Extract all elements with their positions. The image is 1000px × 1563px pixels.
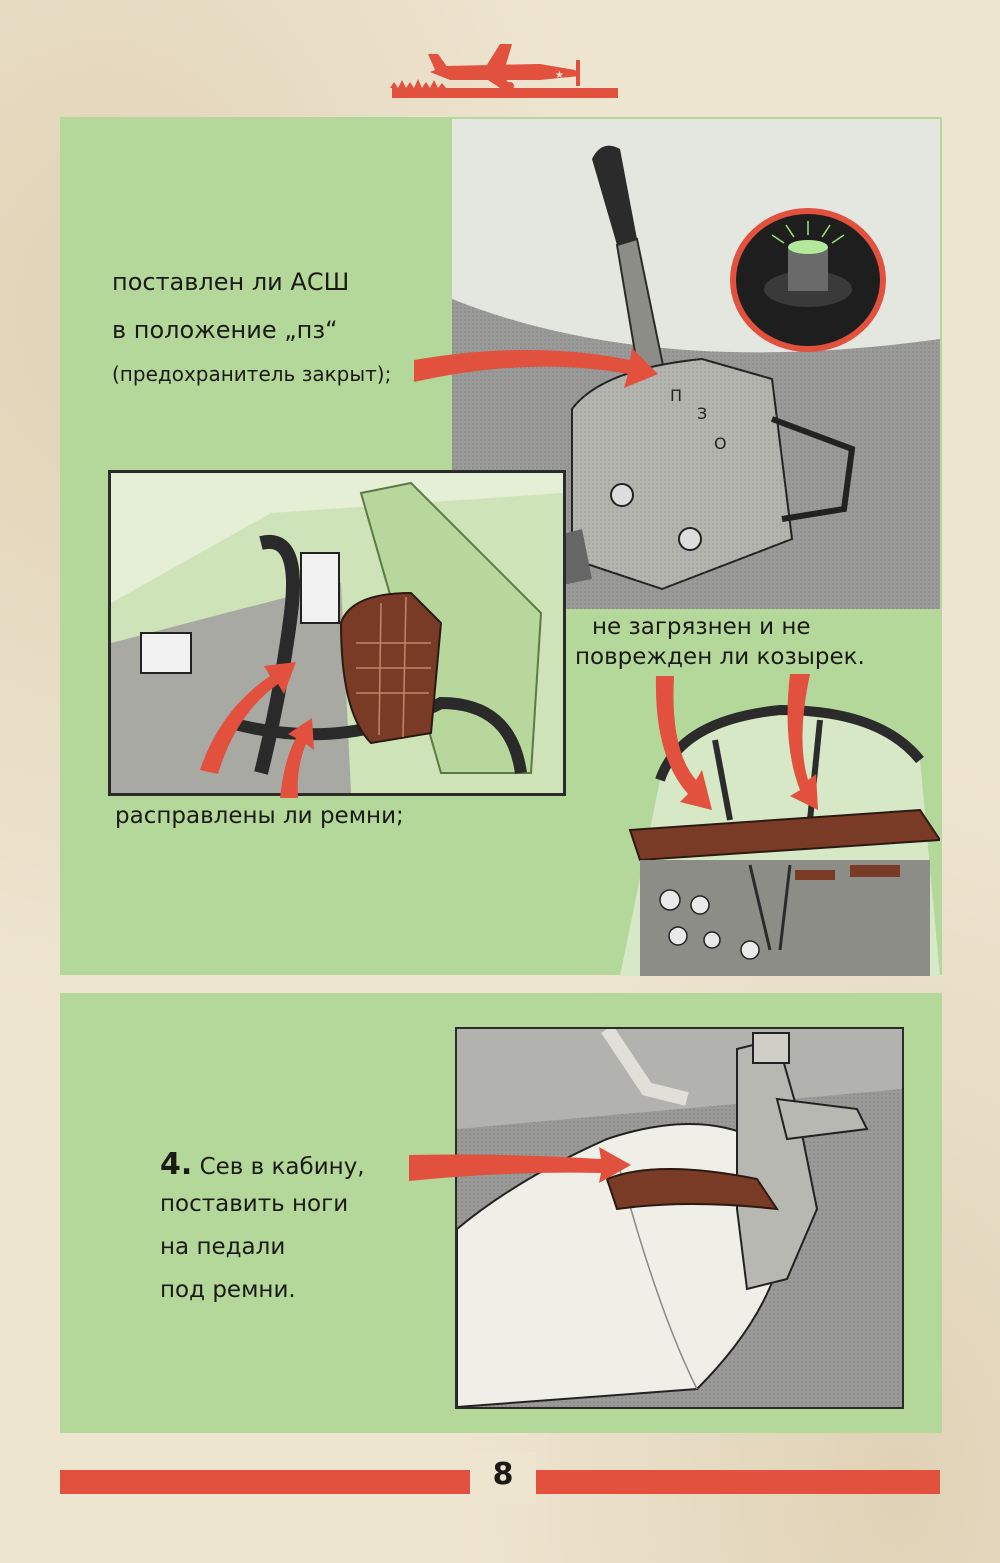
cockpit-straps-illustration — [108, 470, 566, 796]
arrow-to-lever-icon — [414, 348, 658, 388]
indicator-lamp-inset-icon — [730, 208, 886, 352]
arrows-to-visor-icon — [655, 674, 818, 810]
page-number-box — [470, 1452, 536, 1504]
airplane-emblem-icon: ★ — [390, 44, 618, 98]
arrows-to-straps-icon — [200, 662, 314, 798]
visor-caption-line1: не загрязнен и не — [592, 614, 811, 640]
step4-number: 4. — [160, 1147, 193, 1182]
pedal-strap-illustration — [455, 1027, 904, 1409]
asш-caption-line1: поставлен ли АСШ — [112, 268, 350, 296]
step4-line2: поставить ноги — [160, 1191, 349, 1217]
step4-line1: 4. Сев в кабину, — [160, 1150, 365, 1180]
step4-line3: на педали — [160, 1234, 286, 1260]
svg-text:З: З — [697, 404, 707, 423]
svg-text:О: О — [714, 434, 727, 453]
step4-text1: Сев в кабину, — [199, 1154, 365, 1180]
svg-text:★: ★ — [555, 70, 564, 81]
page-number: 8 — [492, 1457, 514, 1492]
visor-caption-line2: поврежден ли козырек. — [575, 644, 865, 670]
asш-caption-line2: в положение „пз“ — [112, 316, 338, 344]
arrow-to-pedal-strap-icon — [409, 1147, 631, 1183]
step4-line4: под ремни. — [160, 1277, 296, 1303]
svg-text:П: П — [670, 386, 682, 405]
straps-caption: расправлены ли ремни; — [115, 803, 404, 829]
asш-caption-line3: (предохранитель закрыт); — [112, 362, 392, 386]
